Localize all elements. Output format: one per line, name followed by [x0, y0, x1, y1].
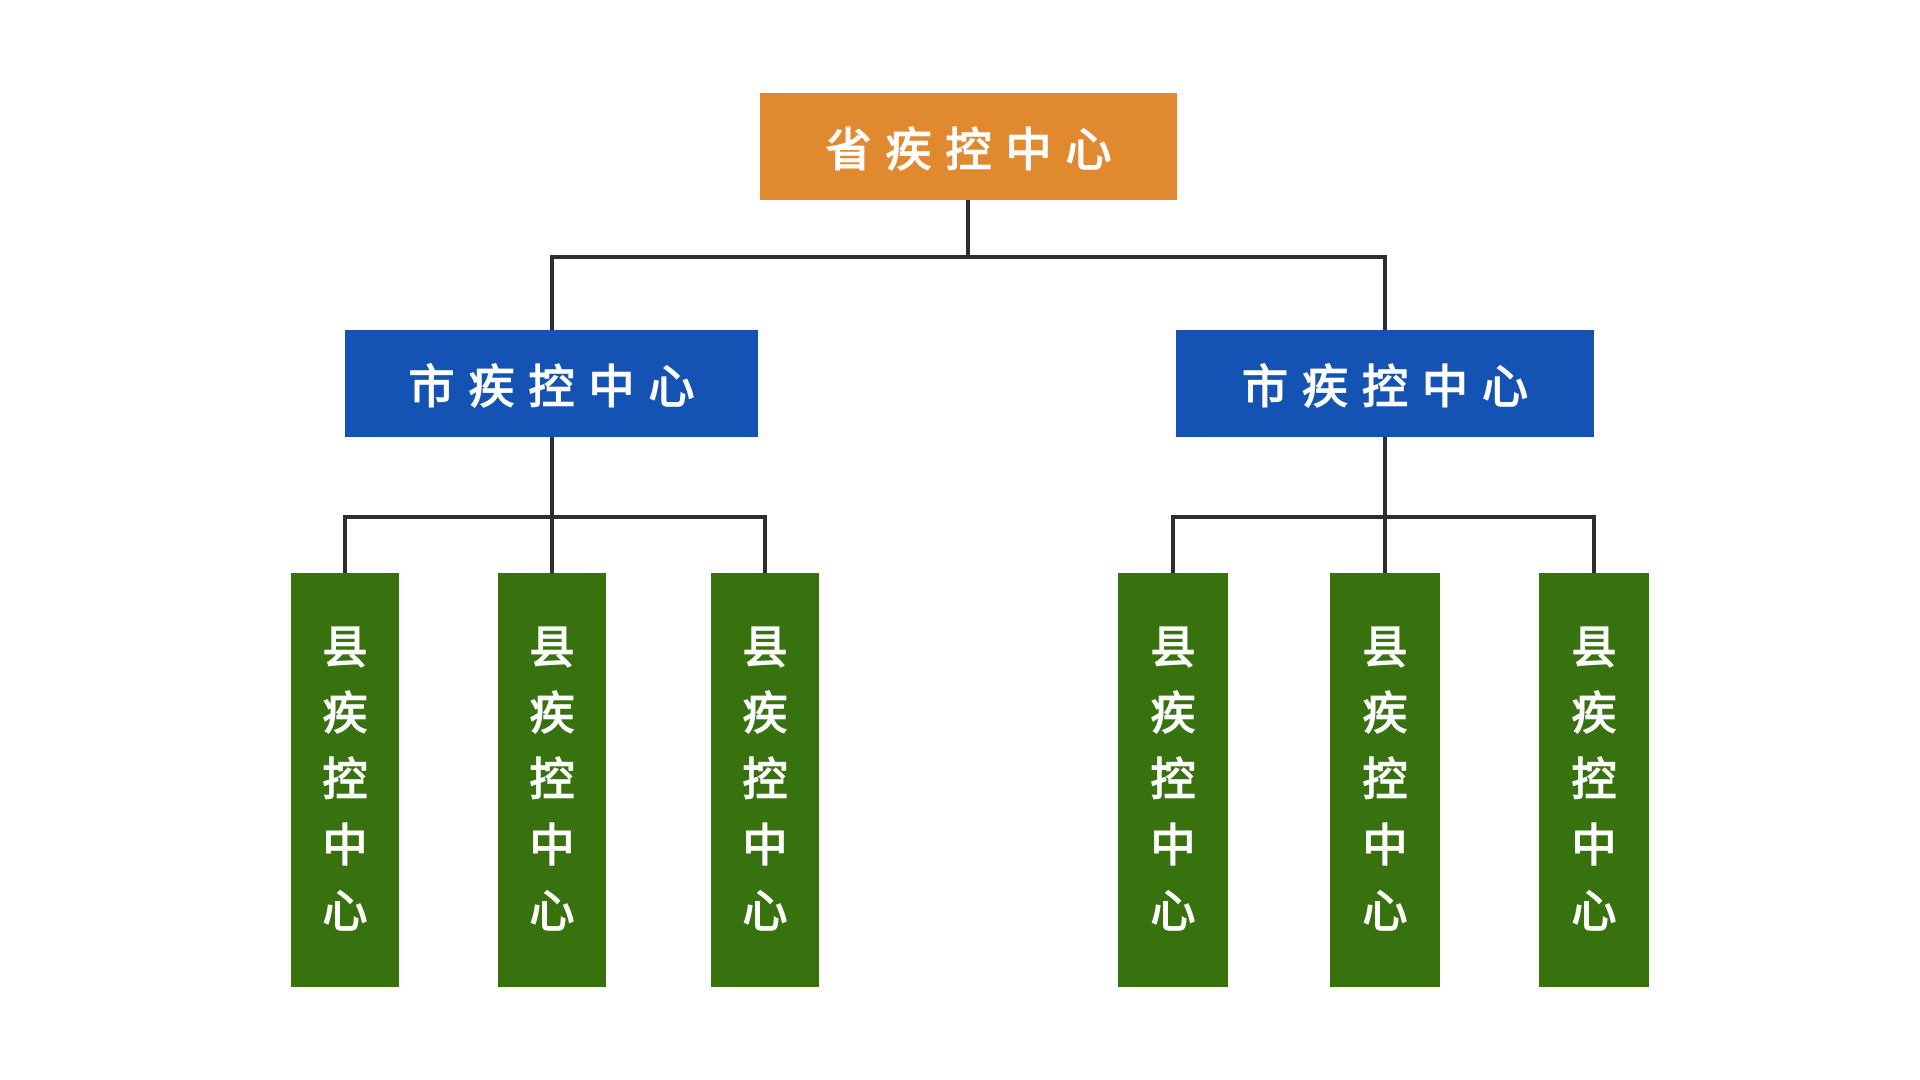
- node-county-cdc-left-1-label: 县疾控中心: [322, 621, 368, 938]
- node-county-cdc-right-1-label: 县疾控中心: [1150, 621, 1196, 938]
- node-city-cdc-left-label: 市疾控中心: [408, 359, 709, 414]
- connector-county-right-1-up: [1171, 515, 1175, 573]
- node-county-cdc-left-2: 县疾控中心: [498, 573, 606, 987]
- connector-provincial-down: [966, 200, 970, 259]
- node-provincial-cdc-label: 省疾控中心: [825, 122, 1126, 177]
- connector-county-left-1-up: [343, 515, 347, 573]
- node-county-cdc-left-3: 县疾控中心: [711, 573, 819, 987]
- connector-city-right-up: [1383, 255, 1387, 330]
- connector-city-left-up: [550, 255, 554, 330]
- connector-county-right-3-up: [1592, 515, 1596, 573]
- node-county-cdc-left-2-label: 县疾控中心: [529, 621, 575, 938]
- node-county-cdc-right-2-label: 县疾控中心: [1362, 621, 1408, 938]
- connector-level2-horizontal: [550, 255, 1387, 259]
- node-county-cdc-right-2: 县疾控中心: [1330, 573, 1440, 987]
- node-county-cdc-left-1: 县疾控中心: [291, 573, 399, 987]
- node-city-cdc-left: 市疾控中心: [345, 330, 758, 437]
- connector-city-left-down: [550, 437, 554, 573]
- node-provincial-cdc: 省疾控中心: [760, 93, 1177, 200]
- connector-county-left-3-up: [763, 515, 767, 573]
- connector-city-right-down: [1383, 437, 1387, 573]
- node-city-cdc-right-label: 市疾控中心: [1242, 359, 1542, 414]
- node-county-cdc-left-3-label: 县疾控中心: [742, 621, 788, 938]
- connector-left-group-horizontal: [343, 515, 767, 519]
- node-county-cdc-right-3: 县疾控中心: [1539, 573, 1649, 987]
- node-county-cdc-right-3-label: 县疾控中心: [1571, 621, 1617, 938]
- node-county-cdc-right-1: 县疾控中心: [1118, 573, 1228, 987]
- connector-right-group-horizontal: [1171, 515, 1596, 519]
- node-city-cdc-right: 市疾控中心: [1176, 330, 1594, 437]
